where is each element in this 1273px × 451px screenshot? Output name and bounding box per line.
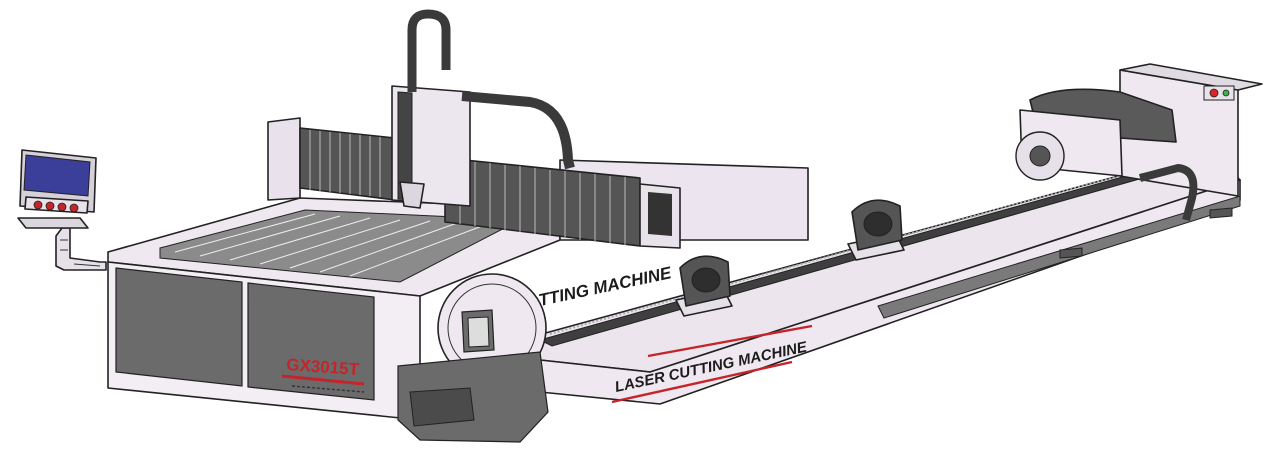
bed-foot [1209, 207, 1233, 219]
cutting-bed [159, 209, 522, 283]
cable-loop [407, 9, 451, 92]
status-light-green [1222, 89, 1230, 97]
cutting-head [399, 181, 425, 209]
keyboard-tray [17, 217, 89, 229]
control-button [33, 200, 43, 210]
rear-chuck-housing [1015, 63, 1263, 222]
control-station [17, 149, 107, 271]
gantry [299, 9, 681, 249]
bed-base [877, 195, 1241, 319]
bed-foot [1059, 247, 1083, 259]
monitor-screen [23, 154, 91, 197]
bed-slats [174, 213, 491, 277]
support-roller-1 [675, 255, 733, 317]
front-panel-right [247, 282, 375, 401]
status-light-red [1209, 88, 1219, 98]
status-light-panel [1203, 85, 1235, 101]
control-button [45, 201, 55, 211]
support-roller-2 [847, 199, 905, 261]
bed-label-line-bottom [611, 360, 793, 404]
control-arm [55, 227, 107, 271]
model-underline [281, 374, 365, 386]
model-subline [291, 385, 365, 393]
table-back-wall [267, 117, 301, 201]
front-panel-left [115, 267, 243, 387]
control-button [69, 203, 79, 213]
front-chuck [397, 273, 549, 443]
gantry-bellows-left [299, 127, 396, 201]
drag-chain [461, 91, 575, 170]
rear-drag-chain [1138, 163, 1198, 222]
control-button [57, 202, 67, 212]
bed-label-line-top [647, 324, 813, 358]
